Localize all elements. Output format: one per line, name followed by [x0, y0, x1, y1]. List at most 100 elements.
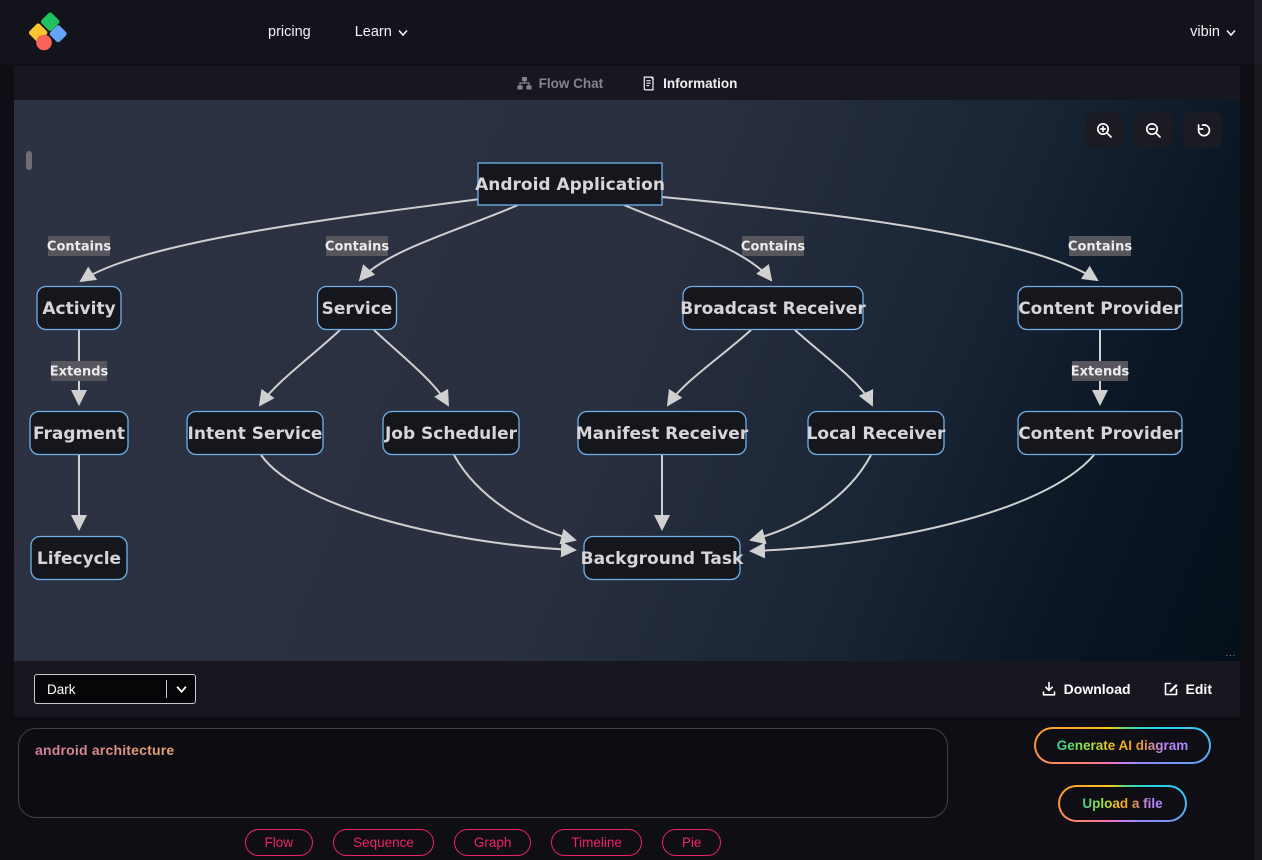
diagram-node-service: Service [316, 285, 398, 331]
canvas-scroll-handle[interactable] [26, 151, 32, 170]
edge-service-intentservice [258, 329, 341, 407]
svg-text:Service: Service [322, 299, 393, 319]
generate-label: Generate AI diagram [1056, 738, 1189, 753]
pill-timeline[interactable]: Timeline [551, 829, 642, 856]
chevron-down-icon [176, 685, 187, 693]
page-scrollbar[interactable] [1254, 0, 1262, 860]
prompt-input[interactable]: android architecture [18, 728, 948, 818]
svg-text:Activity: Activity [42, 299, 115, 319]
generate-ai-diagram-button[interactable]: Generate AI diagram [1034, 727, 1211, 764]
edge-broadcast-local [794, 329, 874, 407]
diagram-node-lifecycle: Lifecycle [30, 535, 128, 581]
theme-select[interactable]: Dark [34, 674, 196, 704]
chevron-down-icon [398, 29, 408, 37]
logo-blue-diamond [49, 25, 67, 43]
edge-cp-bg [749, 454, 1095, 559]
diagram-canvas[interactable]: Contains Contains Contains Contains Exte… [14, 100, 1240, 661]
svg-text:Background Task: Background Task [581, 549, 744, 569]
select-divider [166, 680, 167, 698]
navbar: pricing Learn vibin [0, 0, 1262, 64]
edge-app-contentprovider [661, 196, 1099, 282]
pill-flow[interactable]: Flow [244, 829, 314, 856]
svg-text:Intent Service: Intent Service [188, 424, 323, 444]
theme-control-bar: Dark Download Edit [14, 661, 1240, 717]
nav-link-learn-label: Learn [354, 24, 392, 40]
svg-text:Fragment: Fragment [33, 424, 125, 444]
edge-broadcast-manifest [666, 329, 752, 407]
svg-text:Job Scheduler: Job Scheduler [384, 424, 518, 444]
svg-text:Contains: Contains [325, 240, 389, 255]
nav-links: pricing Learn [268, 24, 408, 40]
diagram-node-fragment: Fragment [29, 410, 129, 456]
svg-text:Extends: Extends [50, 365, 109, 380]
edge-service-jobscheduler [373, 329, 449, 407]
tab-information[interactable]: Information [641, 76, 737, 91]
diagram-node-intent-service: Intent Service [186, 410, 324, 456]
edge-label-contains-broadcast: Contains [741, 236, 805, 256]
logo-red-circle [36, 34, 52, 51]
zoom-out-icon [1145, 122, 1161, 138]
diagram-node-activity: Activity [36, 285, 122, 331]
chevron-down-icon [1226, 29, 1236, 37]
diagram-type-pills: Flow Sequence Graph Timeline Pie [18, 829, 948, 856]
edge-app-broadcast [623, 204, 773, 282]
download-icon [1042, 681, 1055, 696]
diagram-node-broadcast-receiver: Broadcast Receiver [680, 285, 866, 331]
upload-file-button[interactable]: Upload a file [1058, 785, 1187, 822]
edge-local-bg [749, 454, 872, 545]
edit-button[interactable]: Edit [1163, 681, 1212, 697]
svg-text:Manifest Receiver: Manifest Receiver [576, 424, 749, 444]
zoom-out-button[interactable] [1134, 112, 1173, 148]
svg-text:Local Receiver: Local Receiver [807, 424, 946, 444]
diagram-node-android-application: Android Application [475, 162, 665, 206]
pill-graph[interactable]: Graph [453, 829, 532, 856]
edge-intentservice-bg [260, 454, 577, 558]
nav-link-learn[interactable]: Learn [355, 24, 408, 40]
tab-strip: Flow Chat Information [14, 66, 1240, 100]
edge-label-contains-service: Contains [325, 236, 389, 256]
edge-label-extends-cp: Extends [1071, 361, 1130, 381]
upload-label: Upload a file [1082, 796, 1163, 811]
svg-text:Broadcast Receiver: Broadcast Receiver [680, 299, 866, 319]
brand-logo-icon[interactable] [28, 12, 70, 52]
scroll-icon [643, 76, 655, 90]
reset-rotate-icon [1197, 123, 1211, 136]
tab-flow-chat-label: Flow Chat [538, 75, 604, 91]
svg-text:Contains: Contains [1068, 240, 1132, 255]
edge-app-activity [79, 198, 481, 283]
download-label: Download [1063, 681, 1131, 697]
theme-select-value: Dark [47, 681, 76, 697]
edge-label-extends-fragment: Extends [50, 361, 109, 381]
nav-link-pricing[interactable]: pricing [268, 24, 311, 40]
svg-text:Extends: Extends [1071, 365, 1130, 380]
pill-pie[interactable]: Pie [661, 829, 722, 856]
svg-text:Content Provider: Content Provider [1018, 424, 1182, 444]
diagram-node-job-scheduler: Job Scheduler [382, 410, 520, 456]
tab-information-label: Information [663, 75, 738, 91]
zoom-controls [1085, 112, 1222, 148]
edge-app-service [358, 204, 519, 282]
diagram-node-background-task: Background Task [581, 535, 744, 581]
logo-green-diamond [40, 12, 60, 31]
diagram-edges [71, 196, 1108, 559]
zoom-in-button[interactable] [1085, 112, 1124, 148]
download-button[interactable]: Download [1041, 681, 1131, 697]
diagram-node-local-receiver: Local Receiver [807, 410, 946, 456]
svg-text:Lifecycle: Lifecycle [37, 549, 121, 569]
svg-text:Contains: Contains [47, 240, 111, 255]
diagram-node-manifest-receiver: Manifest Receiver [576, 410, 749, 456]
prompt-text: android architecture [35, 742, 175, 758]
canvas-actions: Download Edit [1041, 681, 1212, 697]
edge-label-contains-cp: Contains [1068, 236, 1132, 256]
user-menu[interactable]: vibin [1190, 24, 1236, 40]
diagram-node-content-provider-top: Content Provider [1017, 285, 1183, 331]
svg-text:Contains: Contains [741, 240, 805, 255]
canvas-resize-handle[interactable]: ∙∙∙ [1225, 650, 1236, 660]
svg-text:Content Provider: Content Provider [1018, 299, 1182, 319]
flowchart-svg: Contains Contains Contains Contains Exte… [29, 162, 1183, 581]
reset-view-button[interactable] [1183, 112, 1222, 148]
tab-flow-chat[interactable]: Flow Chat [517, 75, 604, 91]
edge-label-contains-activity: Contains [47, 236, 111, 256]
svg-text:Android Application: Android Application [475, 175, 665, 195]
pill-sequence[interactable]: Sequence [333, 829, 434, 856]
